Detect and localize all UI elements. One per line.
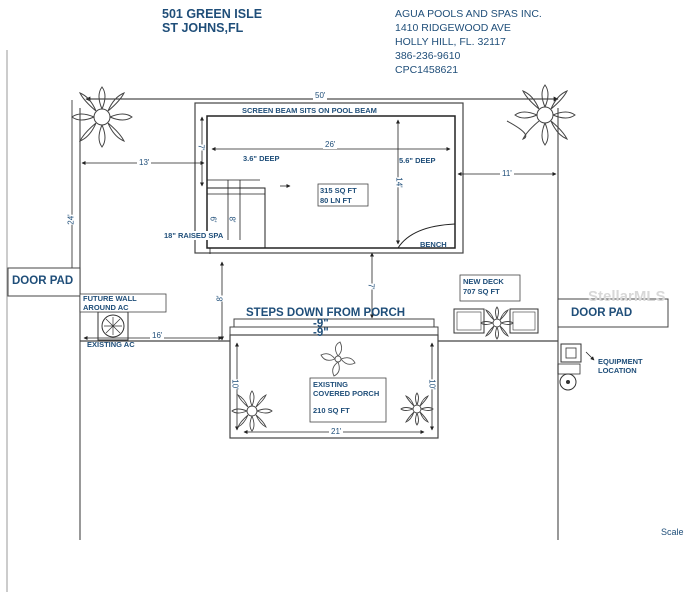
dim-porch-right-depth: 10'	[427, 379, 437, 390]
equipment-label-line-2: LOCATION	[598, 366, 637, 375]
equipment-heater	[559, 373, 577, 391]
dim-pool-length: 26'	[323, 140, 338, 149]
dim-spa-a: 6'	[208, 216, 218, 223]
porch-area-label: 210 SQ FT	[313, 406, 350, 415]
future-wall-label-box	[79, 293, 167, 313]
future-wall-line-2: AROUND AC	[83, 303, 129, 312]
screen-beam-label: SCREEN BEAM SITS ON POOL BEAM	[242, 106, 377, 115]
pool-area-label: 315 SQ FT	[320, 186, 357, 195]
company-phone: 386-236-9610	[395, 50, 461, 62]
spa-outline	[206, 187, 266, 249]
equipment-filter	[557, 363, 581, 375]
porch-step-1	[233, 318, 435, 328]
dim-spa-b: 8'	[227, 216, 237, 223]
dim-step-offset: 7'	[366, 283, 376, 290]
steps-dim-2: -9"	[313, 327, 329, 339]
plant-icon-porch-left	[231, 390, 273, 432]
equipment-pump	[560, 343, 582, 363]
equipment-label-line-1: EQUIPMENT	[598, 357, 643, 366]
steps-down-label: STEPS DOWN FROM PORCH	[246, 307, 406, 319]
new-deck-area: 707 SQ FT	[463, 287, 500, 296]
shallow-depth-label: 3.6" DEEP	[243, 154, 280, 163]
watermark: StellarMLS	[588, 288, 666, 305]
covered-porch-outline	[229, 334, 439, 439]
address-line-1: 501 GREEN ISLE	[162, 7, 263, 21]
plant-icon-porch-right	[400, 392, 434, 426]
plant-icon-deck	[480, 306, 514, 340]
door-pad-right-box	[557, 298, 669, 328]
porch-label-line-1: EXISTING	[313, 380, 349, 389]
deck-chair-right	[509, 308, 539, 334]
door-pad-left-box	[7, 267, 81, 297]
bench-label: BENCH	[420, 240, 447, 249]
dim-step-depth: 7'	[196, 144, 206, 151]
bench-arc	[397, 223, 456, 249]
company-street: 1410 RIDGEWOOD AVE	[395, 22, 511, 34]
dim-right-setback: 11'	[500, 169, 514, 178]
door-pad-right-label: DOOR PAD	[571, 307, 633, 319]
ceiling-fan-icon	[320, 341, 356, 377]
dim-porch-left-depth: 10'	[230, 379, 240, 390]
company-city: HOLLY HILL, FL. 32117	[395, 36, 506, 48]
dim-overall-width: 50'	[313, 91, 328, 100]
deep-depth-label: 5.6" DEEP	[399, 156, 436, 165]
porch-step-2	[229, 326, 439, 336]
pool-deck-outline	[194, 102, 464, 254]
raised-spa-label: 18" RAISED SPA	[164, 231, 224, 240]
pool-area-label-box	[317, 183, 369, 207]
company-name: AGUA POOLS AND SPAS INC.	[395, 8, 542, 20]
scale-label: Scale	[661, 527, 684, 537]
dim-left-setback: 13'	[137, 158, 152, 167]
dim-left-depth: 24'	[66, 214, 76, 225]
existing-ac-label: EXISTING AC	[87, 340, 135, 349]
dim-ac-offset: 16'	[150, 331, 165, 340]
dim-pool-width: 14'	[394, 177, 404, 188]
tree-icon-top-left	[71, 86, 133, 148]
company-license: CPC1458621	[395, 64, 459, 76]
tree-icon-top-right	[506, 84, 576, 146]
pool-outline	[206, 115, 456, 249]
address-line-2: ST JOHNS,FL	[162, 21, 244, 35]
dim-deck-to-porch: 8'	[215, 295, 225, 302]
new-deck-label-box	[459, 274, 521, 302]
porch-label-box	[309, 377, 387, 423]
deck-chair-left	[453, 308, 485, 334]
pool-perimeter-label: 80 LN FT	[320, 196, 352, 205]
door-pad-left-label: DOOR PAD	[12, 275, 74, 287]
porch-label-line-2: COVERED PORCH	[313, 389, 380, 398]
steps-dim-1: -9"	[313, 318, 329, 330]
new-deck-title: NEW DECK	[463, 277, 504, 286]
future-wall-line-1: FUTURE WALL	[83, 294, 137, 303]
dim-porch-width: 21'	[329, 427, 344, 436]
